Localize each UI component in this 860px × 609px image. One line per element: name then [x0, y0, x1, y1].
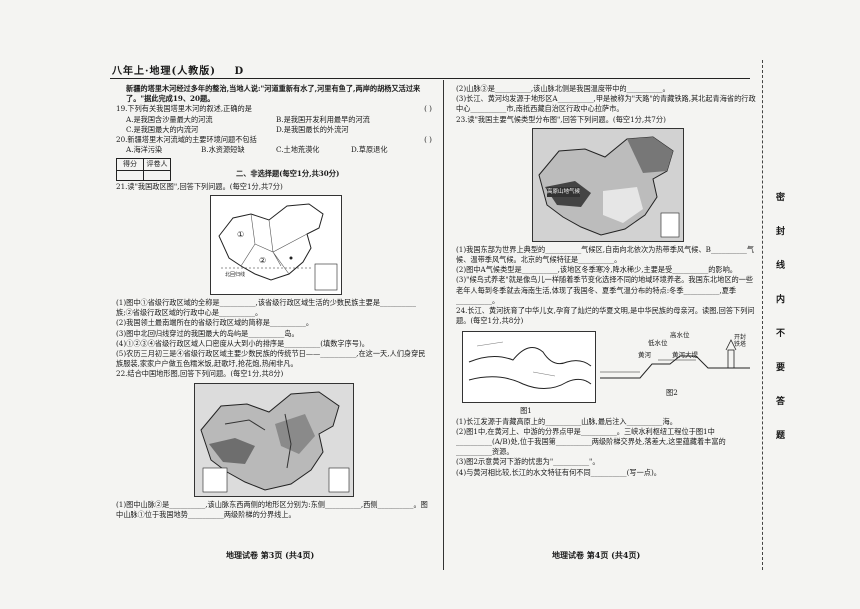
figure-1: 图1	[456, 328, 596, 416]
grader-cell[interactable]	[143, 169, 171, 181]
q19-paren: ( )	[424, 104, 432, 114]
terrain-map-svg	[200, 391, 350, 492]
q24-stem: 24.长江、黄河抚育了中华儿女,孕育了灿烂的华夏文明,是中华民族的母亲河。读图,…	[456, 306, 755, 326]
q20-opt-a: A.海洋污染	[126, 145, 163, 155]
seal-char-1: 密	[776, 193, 786, 203]
q24-figures: 图1 低水位 高水位 黄河 黄河大堤 开封铁塔 图2	[456, 328, 756, 416]
figure-2: 低水位 高水位 黄河 黄河大堤 开封铁塔 图2	[600, 328, 750, 398]
yellow-river-label: 黄河	[638, 351, 651, 360]
q23-stem: 23.读"我国主要气候类型分布图",回答下列问题。(每空1分,共7分)	[456, 114, 666, 124]
q19-opt-b: B.是我国开发利用最早的河流	[276, 114, 370, 124]
left-column: 新疆的塔里木河经过多年的整治,当地人说:"河道重新有水了,河里有鱼了,两岸的胡杨…	[116, 84, 432, 520]
q22-part2: (2)山脉③是__________,该山脉北侧是我国温度带中的_________…	[456, 84, 670, 93]
q24-part3: (3)图2示意黄河下游的忧患为"__________"。	[456, 457, 600, 467]
river-map-svg	[468, 342, 592, 390]
seal-char-2: 封	[776, 227, 786, 237]
q19-stem: 19.下列有关我国塔里木河的叙述,正确的是 ( )	[116, 104, 432, 114]
tropic-of-cancer-label: 北回归线	[225, 272, 246, 279]
q19-opt-c: C.是我国最大的内流河	[126, 124, 199, 134]
q20-stem: 20.新疆塔里木河流域的主要环境问题不包括 ( )	[116, 135, 432, 145]
china-terrain-map	[194, 382, 354, 497]
political-map-svg	[218, 203, 338, 291]
section-title: 二、非选择题(每空1分,共30分)	[236, 168, 340, 178]
q19-opt-a: A.是我国含沙量最大的河流	[126, 114, 213, 124]
q20-opt-c: C.土地荒漠化	[276, 145, 320, 155]
seal-char-7: 答	[776, 397, 786, 407]
q19-opt-d: D.是我国最长的外流河	[276, 124, 349, 134]
score-table: 得分评卷人	[116, 158, 171, 181]
q22-stem: 22.结合中国地形图,回答下列问题。(每空1分,共8分)	[116, 369, 284, 379]
q19-options-1: A.是我国含沙量最大的河流 B.是我国开发利用最早的河流	[116, 115, 432, 125]
q23-part2: (2)图中A气候类型是__________,该地区冬季寒冷,降水稀少,主要是受_…	[456, 265, 737, 275]
q24-part4: (4)与黄河相比较,长江的水文特征有何不同__________(写一点)。	[456, 467, 661, 477]
seal-char-6: 要	[776, 363, 786, 373]
levee-label: 黄河大堤	[672, 351, 698, 360]
map-marker-2: ②	[259, 256, 267, 266]
seal-char-3: 线	[776, 261, 786, 271]
grade-mark: D	[234, 66, 245, 77]
q23-part3: (3)"候鸟式养老"就是像鸟儿一样随着季节变化选择不同的地域环境养老。我国东北地…	[456, 275, 754, 305]
seal-line	[762, 60, 764, 570]
kaifeng-tower-label: 开封铁塔	[734, 334, 747, 349]
high-water-label: 高水位	[670, 331, 690, 340]
q19-text: 19.下列有关我国塔里木河的叙述,正确的是	[116, 104, 252, 114]
q20-opt-b: B.水资源短缺	[201, 145, 245, 155]
score-label: 得分	[116, 158, 144, 171]
header-title: 八年上·地理(人教版)	[112, 66, 216, 77]
grader-label: 评卷人	[143, 158, 171, 171]
low-water-label: 低水位	[648, 339, 668, 348]
figure-1-label: 图1	[520, 406, 532, 416]
q20-opt-d: D.草原退化	[351, 145, 388, 155]
intro-text: 新疆的塔里木河经过多年的整治,当地人说:"河道重新有水了,河里有鱼了,两岸的胡杨…	[126, 84, 421, 104]
page-header: 八年上·地理(人教版) D	[112, 62, 244, 77]
q24-part2: (2)图1中,在黄河上、中游的分界点甲是__________。三峡水利枢纽工程位…	[456, 426, 726, 457]
q21-part3: (3)图中北回归线穿过的我国最大的岛屿是__________岛。	[116, 328, 299, 338]
seal-char-5: 不	[776, 329, 786, 339]
score-cell[interactable]	[116, 169, 144, 181]
q21-part2: (2)我国领土最南端所在的省级行政区域的简称是__________。	[116, 318, 314, 328]
q21-stem: 21.读"我国政区图",回答下列问题。(每空1分,共7分)	[116, 181, 283, 191]
map-marker-1: ①	[237, 230, 245, 240]
q22-part1: (1)图中山脉②是__________,该山脉东西两侧的地形区分别为:东侧___…	[116, 499, 428, 519]
q19-options-2: C.是我国最大的内流河 D.是我国最长的外流河	[116, 125, 432, 135]
q20-paren: ( )	[424, 135, 432, 145]
right-column: (2)山脉③是__________,该山脉北侧是我国温度带中的_________…	[456, 84, 756, 478]
climate-map-svg	[538, 136, 680, 238]
plateau-climate-label: 高原山地气候	[547, 186, 581, 198]
q20-options: A.海洋污染 B.水资源短缺 C.土地荒漠化 D.草原退化	[116, 145, 432, 155]
figure-2-label: 图2	[666, 388, 678, 398]
seal-char-4: 内	[776, 295, 786, 305]
yangtze-yellow-river-map	[462, 331, 596, 404]
q21-part4: (4)①②③④省级行政区域人口密度从大到小的排序是__________(填数字序…	[116, 338, 369, 348]
china-climate-map: 高原山地气候	[532, 127, 684, 242]
q24-part1: (1)长江发源于青藏高原上的__________山脉,最后注入_________…	[456, 416, 677, 426]
q21-part5: (5)农历三月初三是④省级行政区域主要少数民族的传统节日——__________…	[116, 349, 426, 369]
seal-char-8: 题	[776, 431, 786, 441]
page-3-footer: 地理试卷 第3页 (共4页)	[226, 550, 315, 560]
page-4-footer: 地理试卷 第4页 (共4页)	[552, 550, 641, 560]
header-rule	[110, 78, 750, 79]
q21-part1: (1)图中①省级行政区域的全称是__________,该省级行政区域生活的少数民…	[116, 298, 416, 318]
q23-part1: (1)我国东部为世界上典型的__________气候区,自南向北依次为热带季风气…	[456, 244, 755, 265]
china-political-map: ① ② 北回归线	[210, 195, 342, 296]
page-divider	[443, 80, 444, 570]
levee-diagram-svg	[600, 339, 750, 379]
q22-part3: (3)长江、黄河均发源于地形区A__________,甲是被称为"天路"的青藏铁…	[456, 94, 756, 114]
q20-text: 20.新疆塔里木河流域的主要环境问题不包括	[116, 135, 257, 145]
